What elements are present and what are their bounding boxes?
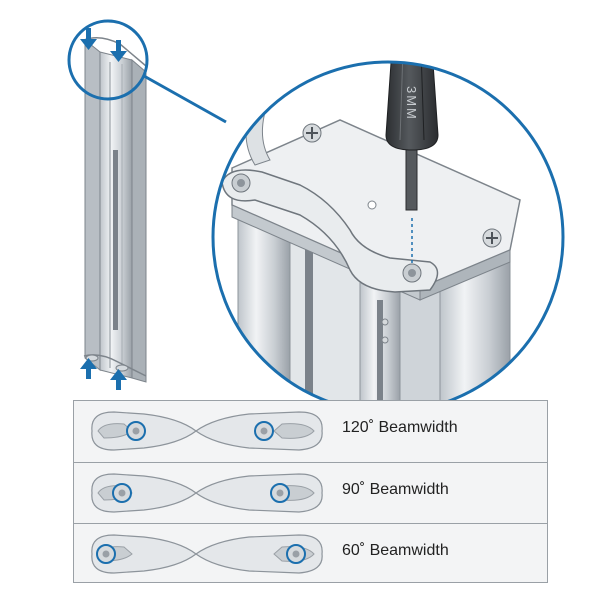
beamwidth-label: 120˚ Beamwidth <box>342 419 458 436</box>
screw-icon <box>302 123 322 143</box>
zoom-detail: 3MM <box>211 60 565 400</box>
screw-icon <box>231 173 251 193</box>
screw-icon <box>402 263 422 283</box>
arrow-up-icon <box>80 358 97 379</box>
arrow-down-icon <box>110 40 127 62</box>
beamwidth-label: 60˚ Beamwidth <box>342 542 449 559</box>
beamwidth-settings-panel: 120˚ Beamwidth 90˚ Beamwidth 60˚ Beamwid… <box>73 400 548 583</box>
bracket-60-diagram <box>91 534 323 574</box>
screw-icon <box>482 228 502 248</box>
beamwidth-setting-60: 60˚ Beamwidth <box>74 523 547 583</box>
callout-circle-small <box>67 19 149 101</box>
beamwidth-label: 90˚ Beamwidth <box>342 481 449 498</box>
hex-key-icon <box>385 62 439 211</box>
arrow-up-icon <box>110 369 127 390</box>
bracket-120-diagram <box>91 411 323 451</box>
beamwidth-setting-120: 120˚ Beamwidth <box>74 401 547 461</box>
antenna-body <box>83 37 147 383</box>
beamwidth-setting-90: 90˚ Beamwidth <box>74 462 547 522</box>
bracket-90-diagram <box>91 473 323 513</box>
callout-connector <box>143 74 227 124</box>
tool-size-label: 3MM <box>404 86 419 121</box>
arrow-down-icon <box>80 28 97 50</box>
antenna-mounting-illustration: 3MM <box>67 19 565 400</box>
